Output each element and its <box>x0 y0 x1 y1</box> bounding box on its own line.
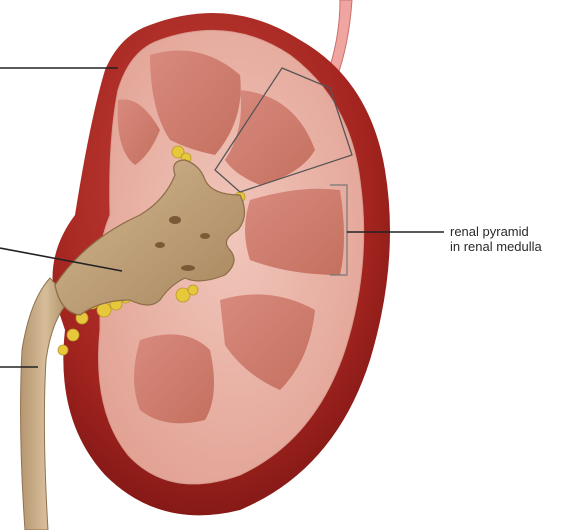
label-renal-pyramid: renal pyramid in renal medulla <box>450 224 542 254</box>
renal-pyramid-highlighted <box>245 189 344 275</box>
label-renal-pyramid-line2: in renal medulla <box>450 239 542 254</box>
renal-pyramid <box>134 334 214 423</box>
label-renal-pyramid-line1: renal pyramid <box>450 224 542 239</box>
